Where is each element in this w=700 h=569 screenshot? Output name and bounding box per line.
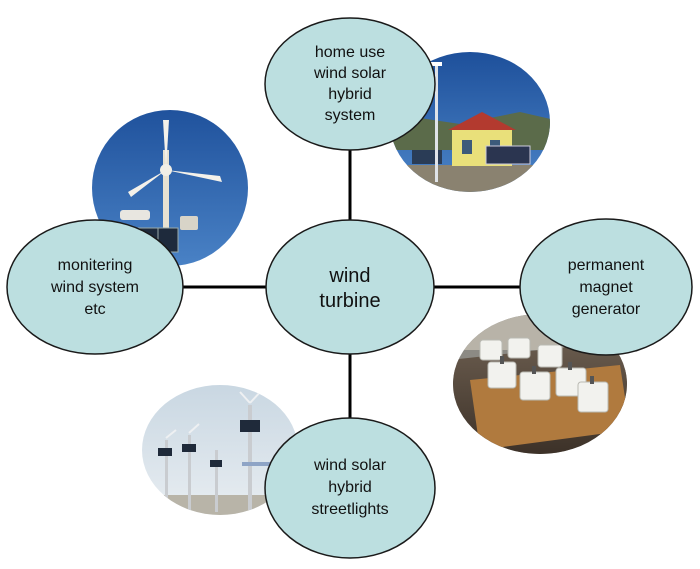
node-generator-line-3: generator (572, 301, 641, 318)
node-monitor-line-1: monitering (58, 257, 133, 274)
node-street-line-2: hybrid (328, 479, 372, 496)
node-street-line-1: wind solar (313, 457, 387, 474)
node-home-line-1: home use (315, 44, 385, 61)
node-generator-line-1: permanent (568, 257, 645, 274)
node-street-line-3: streetlights (311, 501, 388, 518)
node-center: wind turbine (265, 219, 435, 355)
node-home-line-2: wind solar (313, 65, 387, 82)
node-home-line-3: hybrid (328, 86, 372, 103)
connectors (175, 150, 525, 420)
node-center-line-1: wind (328, 265, 370, 287)
node-home-line-4: system (325, 107, 376, 124)
node-monitor-line-2: wind system (50, 279, 139, 296)
node-monitor-line-3: etc (84, 301, 105, 318)
node-center-line-2: turbine (319, 290, 380, 312)
node-generator-line-2: magnet (579, 279, 633, 296)
wind-turbine-with-camera-photo (92, 110, 248, 266)
node-home: home use wind solar hybrid system (264, 17, 436, 151)
node-generator: permanent magnet generator (519, 218, 693, 356)
node-street: wind solar hybrid streetlights (264, 417, 436, 559)
node-monitor: monitering wind system etc (6, 219, 184, 355)
